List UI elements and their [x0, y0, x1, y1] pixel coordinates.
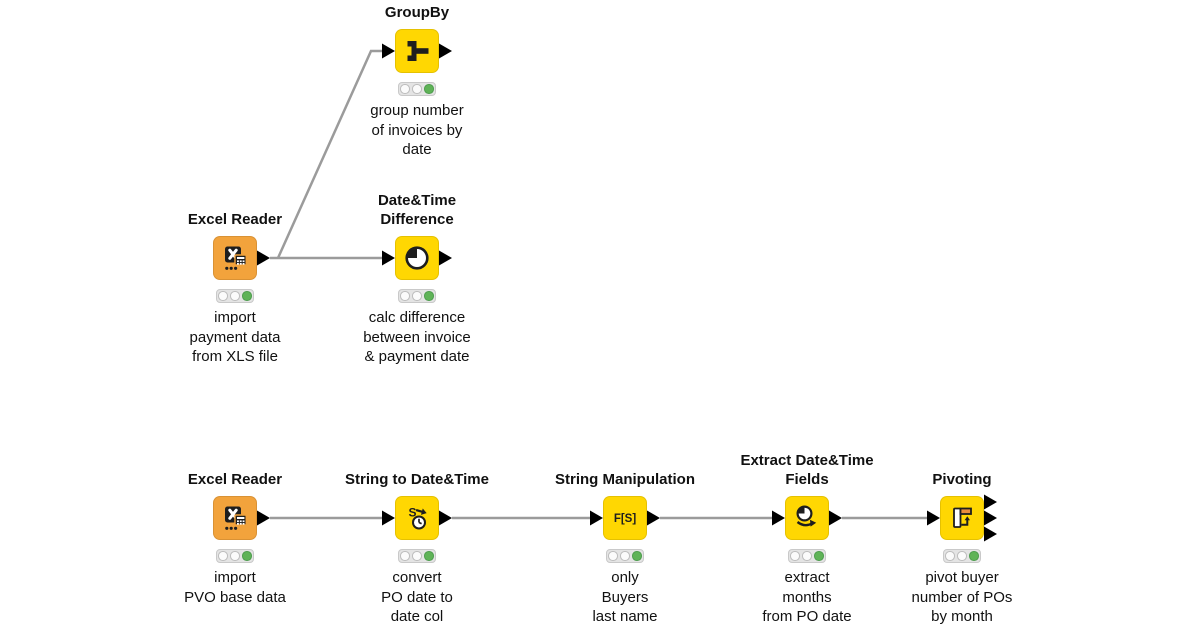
status-traffic-light [216, 289, 254, 303]
node-title: GroupBy [384, 4, 450, 21]
node-description: pivot buyer number of POs by month [911, 569, 1013, 625]
node-title: Extract Date&Time Fields [740, 452, 874, 488]
node-body-groupby[interactable] [395, 29, 439, 73]
string-manipulation-icon: F[S] [614, 513, 637, 525]
pivoting-icon [953, 507, 972, 528]
node-title: Pivoting [932, 471, 992, 488]
output-port-icon[interactable] [984, 494, 997, 510]
excel-file-icon [225, 246, 247, 270]
output-port-icon[interactable] [439, 250, 452, 266]
input-port-icon[interactable] [382, 43, 395, 59]
status-dot [400, 291, 410, 301]
extract-datetime-icon [796, 505, 817, 527]
node-body-string-to-datetime[interactable]: S [395, 496, 439, 540]
status-dot [802, 551, 812, 561]
node-description: import payment data from XLS file [189, 309, 281, 365]
node-extract-datetime-fields: Extract Date&Time Fields extract months … [722, 452, 892, 627]
node-pivoting: Pivoting pivot buyer number of POs by mo… [877, 471, 1047, 627]
status-traffic-light [606, 549, 644, 563]
node-groupby: GroupBy group number of invoices by date [332, 4, 502, 160]
svg-text:F[S]: F[S] [614, 513, 637, 525]
output-port-icon[interactable] [439, 43, 452, 59]
status-dot [242, 291, 252, 301]
status-dot [412, 551, 422, 561]
status-dot [230, 291, 240, 301]
node-title: String Manipulation [555, 471, 695, 488]
status-dot [242, 551, 252, 561]
status-traffic-light [788, 549, 826, 563]
node-title: Excel Reader [187, 471, 283, 488]
status-dot [424, 551, 434, 561]
status-dot [969, 551, 979, 561]
status-traffic-light [216, 549, 254, 563]
connection-excel-to-groupby[interactable] [276, 49, 382, 259]
status-dot [790, 551, 800, 561]
input-port-icon[interactable] [927, 510, 940, 526]
status-dot [608, 551, 618, 561]
node-title: String to Date&Time [345, 471, 489, 488]
node-datetime-difference: Date&Time Difference calc difference bet… [332, 192, 502, 367]
output-port-icon[interactable] [257, 510, 270, 526]
clock-icon [405, 246, 429, 270]
status-dot [400, 84, 410, 94]
groupby-icon [407, 41, 429, 61]
status-dot [218, 551, 228, 561]
node-excel-reader-bottom: Excel Reader import PVO base data [150, 471, 320, 607]
status-dot [620, 551, 630, 561]
status-traffic-light [398, 82, 436, 96]
node-body-datetime-difference[interactable] [395, 236, 439, 280]
node-title: Excel Reader [187, 211, 283, 228]
node-description: group number of invoices by date [370, 102, 464, 158]
status-traffic-light [943, 549, 981, 563]
node-body-excel-reader[interactable] [213, 236, 257, 280]
output-port-icon[interactable] [984, 526, 997, 542]
status-dot [814, 551, 824, 561]
status-dot [632, 551, 642, 561]
status-dot [424, 84, 434, 94]
node-description: convert PO date to date col [381, 569, 453, 625]
status-dot [957, 551, 967, 561]
input-port-icon[interactable] [382, 250, 395, 266]
string-to-datetime-icon: S [409, 506, 427, 530]
input-port-icon[interactable] [772, 510, 785, 526]
input-port-icon[interactable] [590, 510, 603, 526]
status-dot [230, 551, 240, 561]
node-body-pivoting[interactable] [940, 496, 984, 540]
status-dot [412, 84, 422, 94]
output-port-icon[interactable] [257, 250, 270, 266]
input-port-icon[interactable] [382, 510, 395, 526]
output-port-icon[interactable] [647, 510, 660, 526]
node-description: import PVO base data [184, 569, 286, 606]
status-traffic-light [398, 289, 436, 303]
node-body-excel-reader[interactable] [213, 496, 257, 540]
status-traffic-light [398, 549, 436, 563]
status-dot [400, 551, 410, 561]
status-dot [218, 291, 228, 301]
node-description: only Buyers last name [592, 569, 658, 625]
excel-file-icon [225, 506, 247, 530]
node-string-to-datetime: String to Date&Time S convert PO date to… [332, 471, 502, 627]
output-port-icon[interactable] [984, 510, 997, 526]
node-body-extract-datetime-fields[interactable] [785, 496, 829, 540]
node-description: calc difference between invoice & paymen… [363, 309, 471, 365]
output-port-icon[interactable] [439, 510, 452, 526]
node-excel-reader-top: Excel Reader import payment data from XL… [150, 211, 320, 367]
svg-text:S: S [409, 506, 417, 520]
status-dot [412, 291, 422, 301]
node-string-manipulation: String Manipulation F[S] only Buyers las… [540, 471, 710, 627]
node-description: extract months from PO date [762, 569, 852, 625]
output-port-icon[interactable] [829, 510, 842, 526]
status-dot [424, 291, 434, 301]
status-dot [945, 551, 955, 561]
node-title: Date&Time Difference [377, 192, 457, 228]
node-body-string-manipulation[interactable]: F[S] [603, 496, 647, 540]
